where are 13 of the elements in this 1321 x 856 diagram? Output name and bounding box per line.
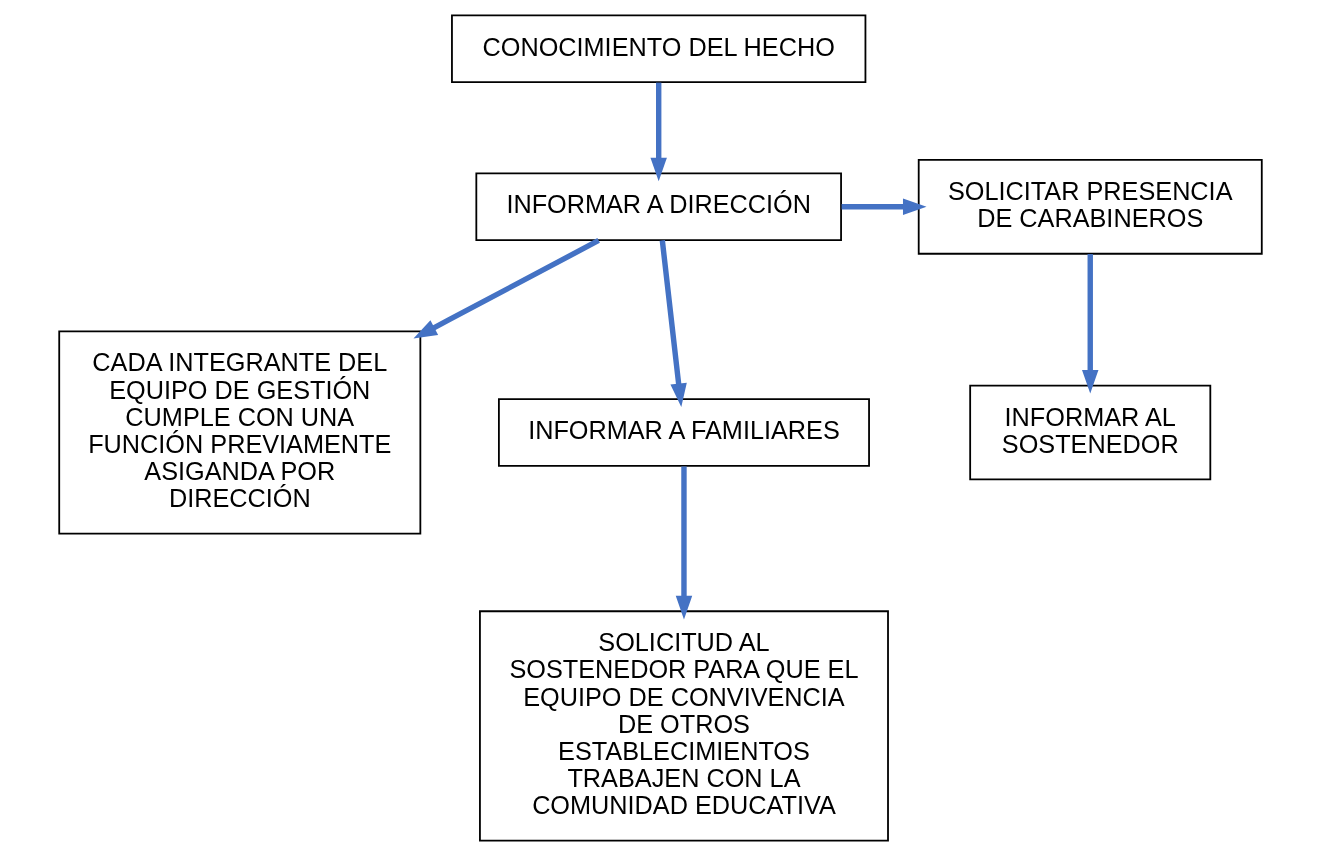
node-box: CADA INTEGRANTE DEL EQUIPO DE GESTIÓN CUMPLE CON UNA FUNCIÓN PREVIAMENTE ASIGANDA POR DIRECCIÓN (58, 330, 422, 535)
node-box: SOLICITAR PRESENCIA DE CARABINEROS (917, 158, 1263, 255)
arrow (841, 198, 927, 216)
arrow (650, 82, 667, 182)
node-box: INFORMAR AL SOSTENEDOR (969, 384, 1212, 481)
arrow (675, 466, 693, 620)
node-box: SOLICITUD AL SOSTENEDOR PARA QUE EL EQUIPO DE CONVIVENCIA DE OTROS ESTABLECIMIENTOS TRABAJEN CON LA COMUNIDAD EDUCATIVA (479, 610, 889, 842)
arrow (1082, 254, 1099, 394)
arrow (413, 238, 600, 339)
node-box: INFORMAR A DIRECCIÓN (475, 172, 842, 242)
arrow (659, 240, 687, 408)
node-box: INFORMAR A FAMILIARES (498, 398, 870, 467)
node-box: CONOCIMIENTO DEL HECHO (451, 14, 867, 84)
